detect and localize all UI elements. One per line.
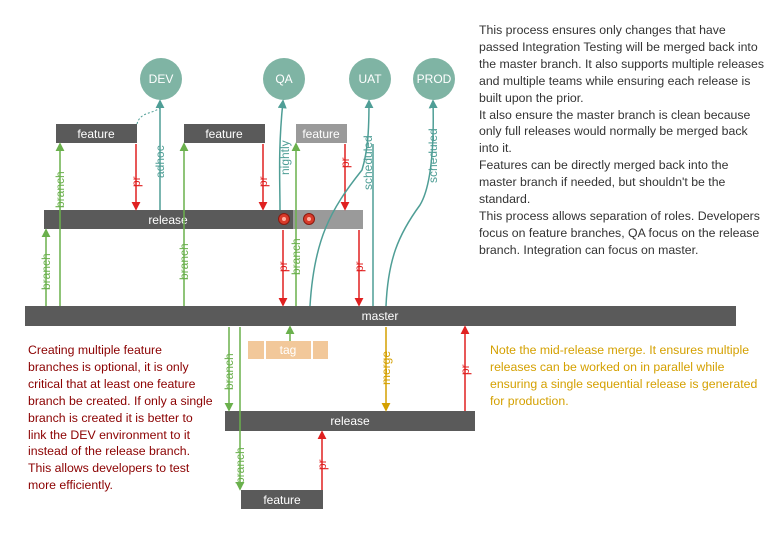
error-icon	[303, 213, 315, 225]
pr-arrow: pr	[352, 230, 366, 307]
feature-branch-note: Creating multiple feature branches is op…	[28, 343, 213, 493]
branch-arrow: branch	[289, 142, 303, 306]
svg-text:branch: branch	[289, 238, 303, 275]
release-bar-bottom: release	[225, 411, 475, 431]
svg-text:release: release	[330, 414, 370, 428]
env-prod: PROD	[413, 58, 455, 100]
merge-arrow: merge	[379, 327, 393, 412]
pr-arrow: pr	[276, 230, 290, 307]
mid-release-merge-note: Note the mid-release merge. It ensures m…	[490, 343, 758, 408]
tag-bar: tag	[248, 341, 328, 359]
branch-arrow: branch	[53, 142, 67, 306]
release-bar-top: release	[44, 210, 363, 229]
pr-arrow: pr	[129, 144, 143, 211]
svg-text:pr: pr	[458, 364, 472, 375]
feature-bar-2: feature	[184, 124, 265, 143]
env-label: DEV	[149, 72, 174, 86]
svg-text:branch: branch	[233, 447, 247, 484]
svg-text:feature: feature	[77, 127, 115, 141]
pr-arrow: pr	[256, 144, 270, 211]
branch-arrow: branch	[233, 327, 247, 491]
svg-text:nightly: nightly	[278, 140, 292, 175]
env-label: PROD	[417, 72, 452, 86]
svg-text:merge: merge	[379, 351, 393, 385]
env-qa: QA	[263, 58, 305, 100]
branch-arrow: branch	[39, 228, 53, 306]
feature-bar-1: feature	[56, 124, 137, 143]
svg-text:scheduled: scheduled	[361, 135, 375, 190]
svg-text:pr: pr	[352, 261, 366, 272]
svg-text:tag: tag	[280, 343, 297, 357]
adhoc-arrow: adhoc	[136, 99, 167, 210]
svg-text:master: master	[362, 309, 399, 323]
prod-scheduled-arrow: scheduled	[385, 99, 440, 307]
svg-text:scheduled: scheduled	[426, 128, 440, 183]
svg-text:feature: feature	[205, 127, 243, 141]
branch-arrow: branch	[177, 142, 191, 306]
env-label: QA	[275, 72, 292, 86]
env-label: UAT	[358, 72, 382, 86]
main-note: This process ensures only changes that h…	[479, 23, 765, 257]
branch-arrow: branch	[222, 327, 236, 412]
svg-text:branch: branch	[222, 353, 236, 390]
feature-bar-bottom: feature	[241, 490, 323, 509]
pr-arrow: pr	[458, 325, 472, 411]
svg-text:branch: branch	[53, 171, 67, 208]
uat-scheduled-arrow: scheduled	[309, 99, 375, 307]
svg-text:pr: pr	[315, 459, 329, 470]
svg-text:pr: pr	[276, 261, 290, 272]
svg-text:feature: feature	[302, 127, 340, 141]
svg-text:release: release	[148, 213, 188, 227]
svg-text:branch: branch	[39, 253, 53, 290]
error-icon	[278, 213, 290, 225]
env-dev: DEV	[140, 58, 182, 100]
env-uat: UAT	[349, 58, 391, 100]
svg-text:feature: feature	[263, 493, 301, 507]
svg-text:adhoc: adhoc	[153, 145, 167, 178]
svg-text:pr: pr	[256, 176, 270, 187]
svg-text:pr: pr	[129, 176, 143, 187]
nightly-arrow: nightly	[277, 99, 292, 211]
svg-text:pr: pr	[338, 157, 352, 168]
pr-arrow: pr	[338, 144, 352, 211]
pr-arrow: pr	[315, 430, 329, 490]
master-bar: master	[25, 306, 736, 326]
feature-bar-3: feature	[296, 124, 347, 143]
svg-text:branch: branch	[177, 243, 191, 280]
